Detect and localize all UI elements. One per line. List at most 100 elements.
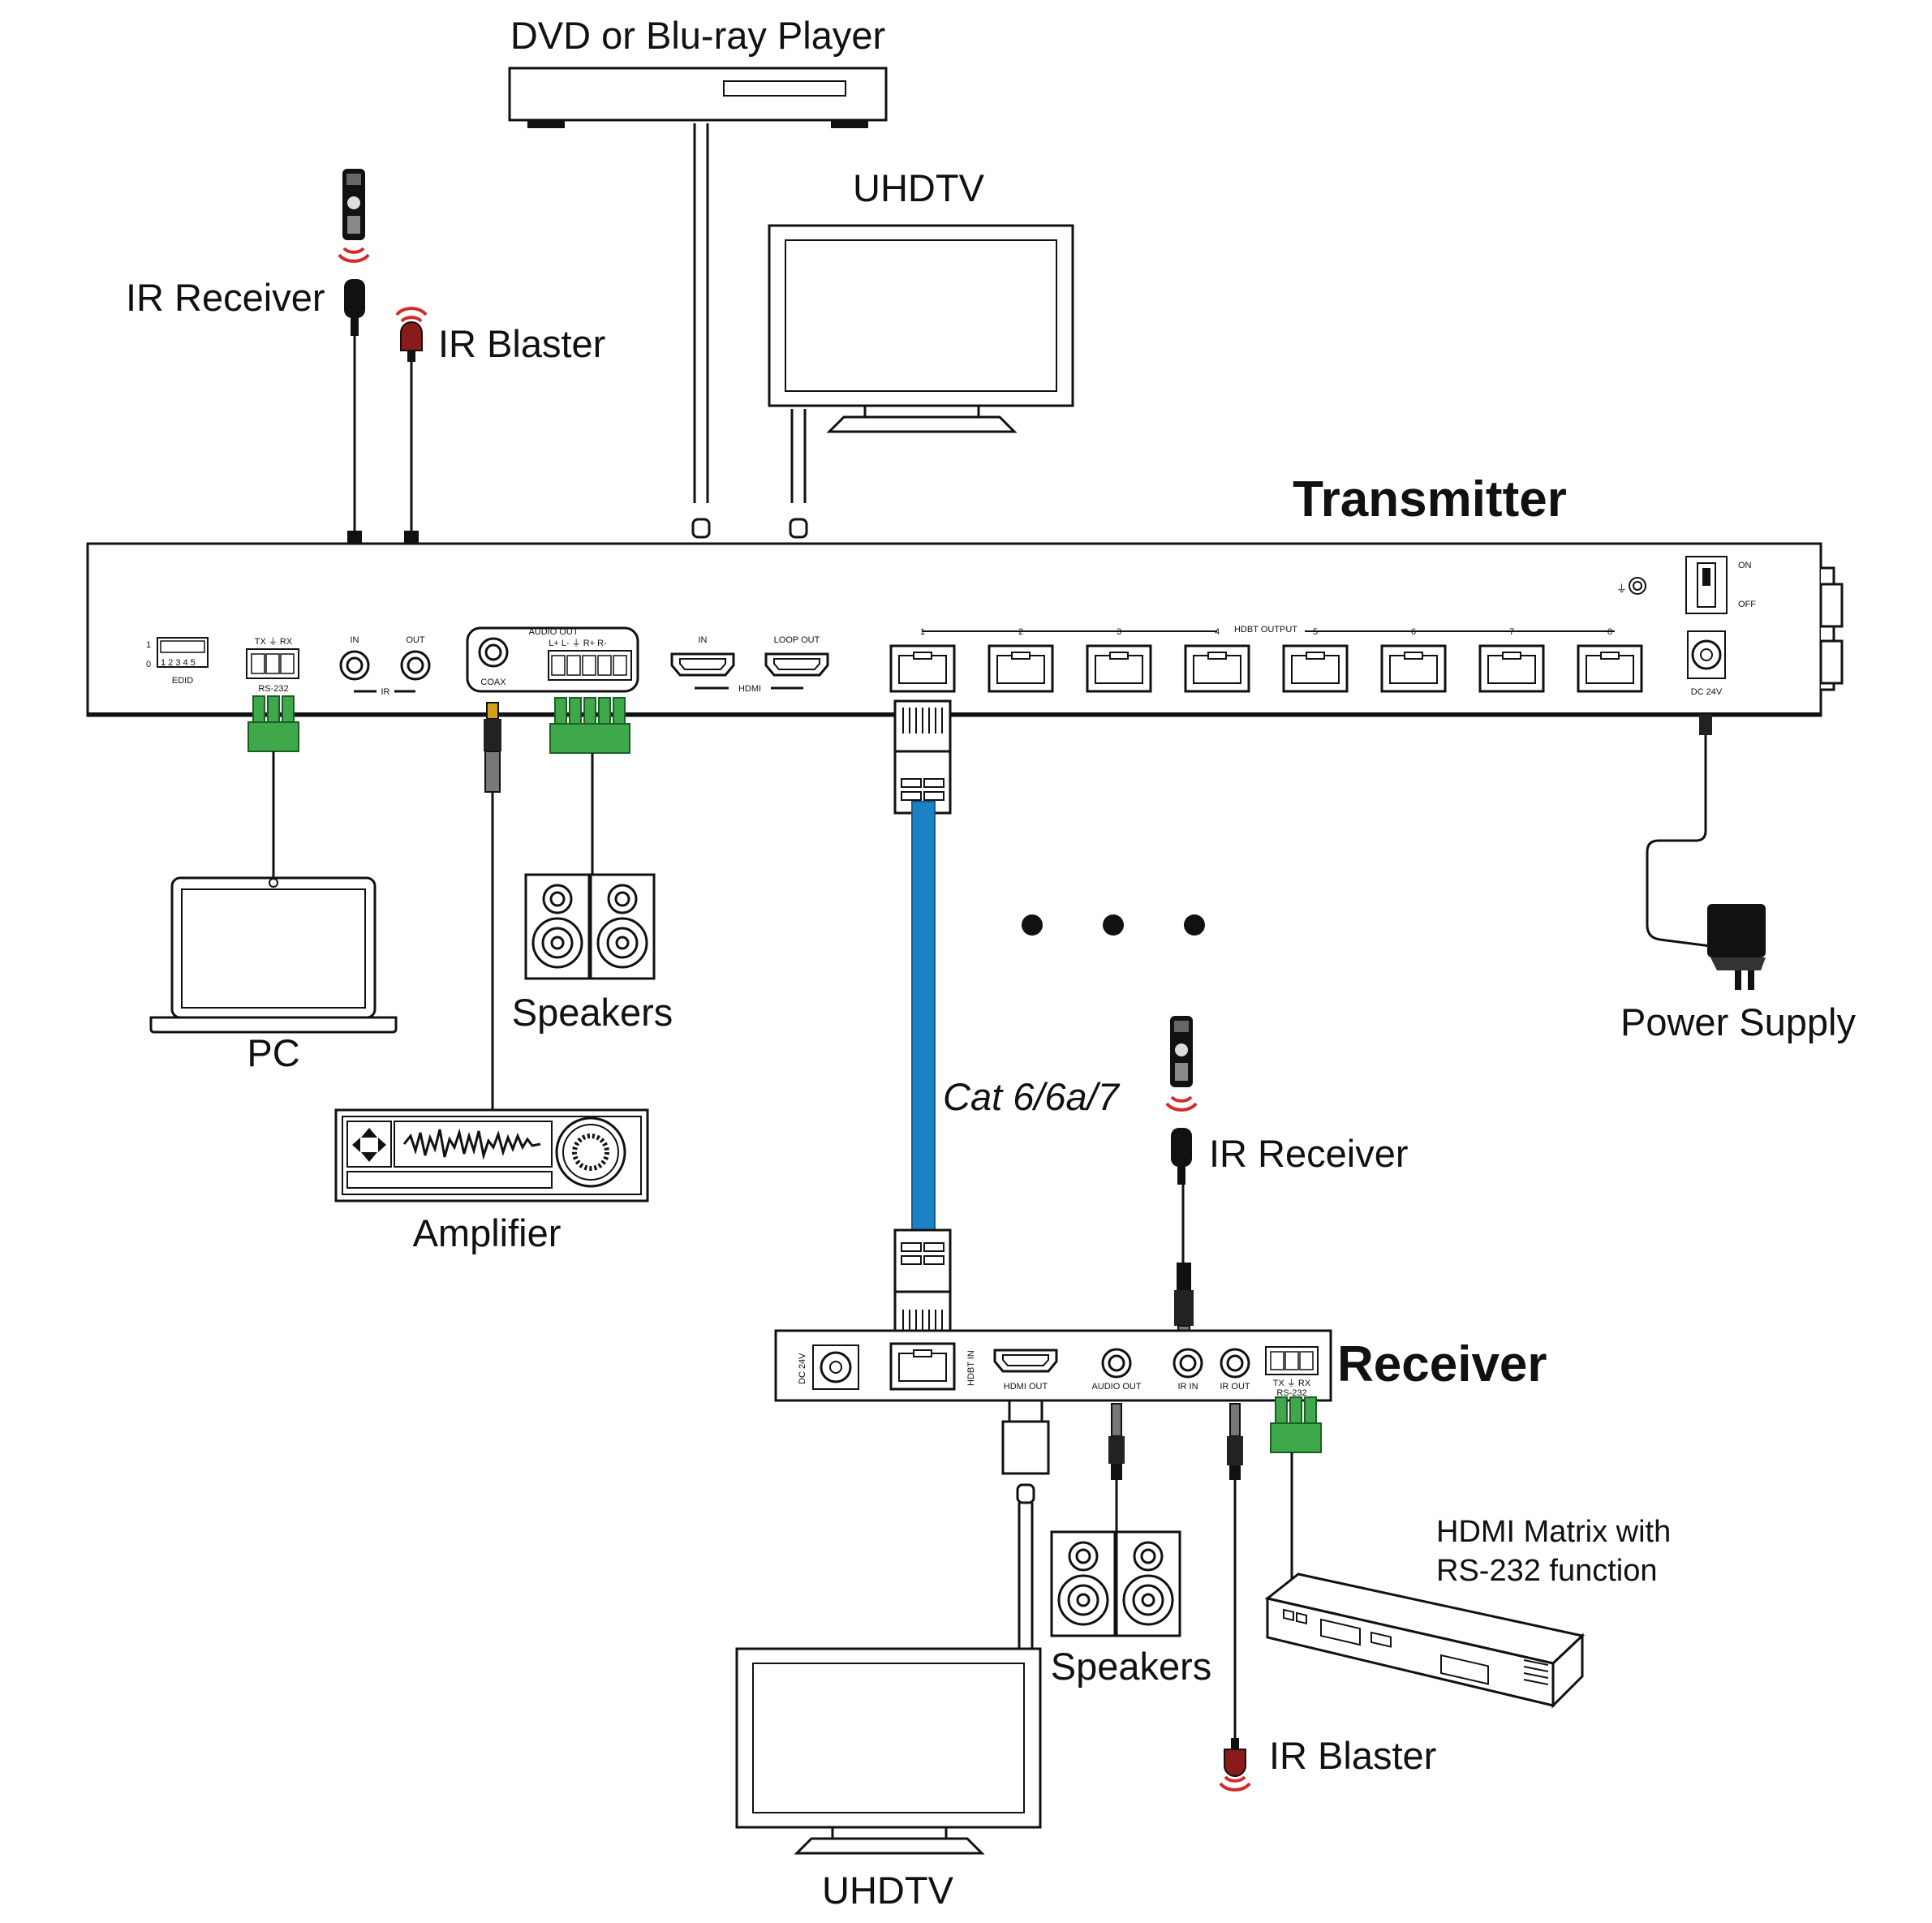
amplifier: Amplifier (334, 1108, 649, 1254)
remote-icon (342, 169, 365, 240)
coax-port[interactable]: COAX (478, 637, 509, 687)
ir-receiver-rx: IR Receiver (1165, 1016, 1409, 1185)
ir-in-port-rx[interactable]: IR IN (1173, 1348, 1203, 1392)
transmitter-label: Transmitter (1293, 471, 1567, 527)
hdbt-output-port[interactable]: 3 (1086, 627, 1152, 693)
power-off-label: OFF (1738, 600, 1756, 609)
rx-rs232-green-plug (1270, 1396, 1322, 1453)
speakers-tx-label: Speakers (512, 991, 673, 1034)
speakers-tx: Speakers (512, 873, 673, 1034)
hdmi-cable-tv (790, 409, 807, 503)
ir-signal-icon (338, 247, 370, 263)
rx-audio-plug (1108, 1403, 1125, 1480)
audio-pins-label: L+ L- ⏚ R+ R- (549, 638, 607, 648)
edid-1-label: 1 (146, 640, 151, 650)
hdmi-matrix: HDMI Matrix with RS-232 function (1264, 1515, 1671, 1709)
pc-label: PC (247, 1031, 299, 1074)
dc-24v-label: DC 24V (1691, 687, 1723, 697)
ir-out-port-label: OUT (406, 635, 425, 645)
uhdtv-top: UHDTV (768, 166, 1074, 433)
edid-0-label: 0 (146, 660, 151, 669)
power-on-label: ON (1738, 561, 1752, 570)
rx-ir-out-label: IR OUT (1220, 1382, 1250, 1392)
ir-signal-icon (1219, 1775, 1251, 1792)
hdmi-in-port[interactable]: IN (670, 635, 735, 677)
hdbt-port-number: 8 (1607, 627, 1612, 637)
ir-receiver-tx: IR Receiver (126, 169, 370, 336)
audio-out-terminal-tx[interactable]: AUDIO OUT L+ L- ⏚ R+ R- (528, 627, 632, 681)
dc-24v-port-rx[interactable]: DC 24V (798, 1344, 859, 1390)
rx-rs232-pins-label: TX ⏚ RX (1273, 1378, 1311, 1388)
hdbt-output-port[interactable]: 7 (1478, 627, 1545, 693)
coax-plug (484, 702, 501, 793)
ir-out-port-rx[interactable]: IR OUT (1220, 1348, 1250, 1392)
audio-green-plug (549, 697, 630, 754)
hdbt-output-port[interactable]: 5 (1282, 627, 1349, 693)
hdbt-in-port[interactable]: HDBT IN (889, 1342, 976, 1391)
power-switch[interactable]: ON OFF (1685, 556, 1756, 614)
cable-type-label: Cat 6/6a/7 (943, 1075, 1121, 1118)
receiver: Receiver DC 24V HDBT IN HDMI OUT AUDIO O… (774, 1329, 1547, 1402)
edid-switch[interactable]: 1 0 1 2 3 4 5 EDID (146, 637, 209, 686)
ir-blaster-rx-label: IR Blaster (1269, 1734, 1436, 1777)
edid-label: EDID (172, 676, 193, 686)
hdmi-section-label: HDMI (738, 684, 761, 694)
ground-symbol: ⏚ (1616, 583, 1627, 595)
rs232-port-rx[interactable]: TX ⏚ RX RS-232 (1265, 1346, 1319, 1398)
matrix-label-line2: RS-232 function (1436, 1554, 1658, 1588)
hdbt-port-number: 2 (1018, 627, 1023, 637)
rx-dc-label: DC 24V (798, 1353, 807, 1384)
hdbt-port-number: 5 (1313, 627, 1318, 637)
ground-screw: ⏚ (1616, 577, 1646, 595)
ir-signal-icon (395, 307, 428, 323)
dvd-player: DVD or Blu-ray Player (508, 14, 888, 128)
ir-receiver-rx-label: IR Receiver (1209, 1132, 1409, 1175)
ir-receiver-tx-label: IR Receiver (126, 276, 325, 319)
rs232-label: RS-232 (258, 684, 288, 694)
rs232-green-plug (247, 695, 299, 752)
uhdtv-bottom-label: UHDTV (822, 1869, 954, 1912)
hdmi-out-port-rx[interactable]: HDMI OUT (993, 1349, 1058, 1392)
hdbt-port-number: 1 (920, 627, 925, 637)
audio-out-port-rx[interactable]: AUDIO OUT (1091, 1348, 1142, 1392)
ir-in-port[interactable]: IN (339, 635, 370, 681)
hdmi-cable-rx (1018, 1503, 1034, 1649)
ir-out-port[interactable]: OUT (400, 635, 431, 681)
speakers-rx: Speakers (1050, 1530, 1212, 1688)
power-supply-label: Power Supply (1620, 1000, 1856, 1043)
pc: PC (149, 876, 398, 1074)
hdmi-loop-out-port[interactable]: LOOP OUT (764, 635, 829, 677)
rx-audio-out-label: AUDIO OUT (1091, 1382, 1141, 1392)
hdbt-output-port[interactable]: 2 (988, 627, 1054, 693)
ir-blaster-tx: IR Blaster (395, 307, 605, 365)
hdbt-output-port[interactable]: 1 (889, 627, 956, 693)
hdbt-port-number: 6 (1411, 627, 1416, 637)
hdmi-cable-dvd (693, 123, 709, 503)
hdmi-in-label: IN (699, 635, 708, 645)
hdbt-output-port[interactable]: 4 (1184, 627, 1250, 693)
hdbt-port-number: 7 (1509, 627, 1514, 637)
uhdtv-bottom: UHDTV (735, 1647, 1042, 1912)
matrix-label-line1: HDMI Matrix with (1436, 1515, 1671, 1549)
uhdtv-top-label: UHDTV (853, 166, 985, 209)
dc-24v-port-tx[interactable]: DC 24V (1687, 630, 1726, 697)
hdbt-in-label: HDBT IN (966, 1350, 976, 1386)
speakers-rx-label: Speakers (1051, 1645, 1212, 1688)
hdbt-port-number: 4 (1215, 627, 1220, 637)
cat-cable (893, 699, 952, 1344)
more-receivers-ellipsis (1022, 914, 1205, 936)
rx-ir-in-label: IR IN (1177, 1382, 1198, 1392)
ir-signal-icon (1165, 1095, 1198, 1112)
edid-numbers: 1 2 3 4 5 (161, 658, 196, 668)
dvd-player-label: DVD or Blu-ray Player (510, 14, 885, 57)
hdbt-output-port[interactable]: 8 (1577, 627, 1643, 693)
ir-blaster-rx: IR Blaster (1219, 1734, 1436, 1792)
rx-ir-out-plug (1227, 1403, 1243, 1480)
rs232-port-tx[interactable]: TX ⏚ RX RS-232 (246, 636, 299, 694)
hdmi-out-label: HDMI OUT (1004, 1382, 1048, 1392)
amplifier-label: Amplifier (413, 1211, 562, 1254)
remote-icon (1170, 1016, 1193, 1087)
hdbt-output-port[interactable]: 6 (1380, 627, 1447, 693)
hdbt-port-number: 3 (1117, 627, 1121, 637)
